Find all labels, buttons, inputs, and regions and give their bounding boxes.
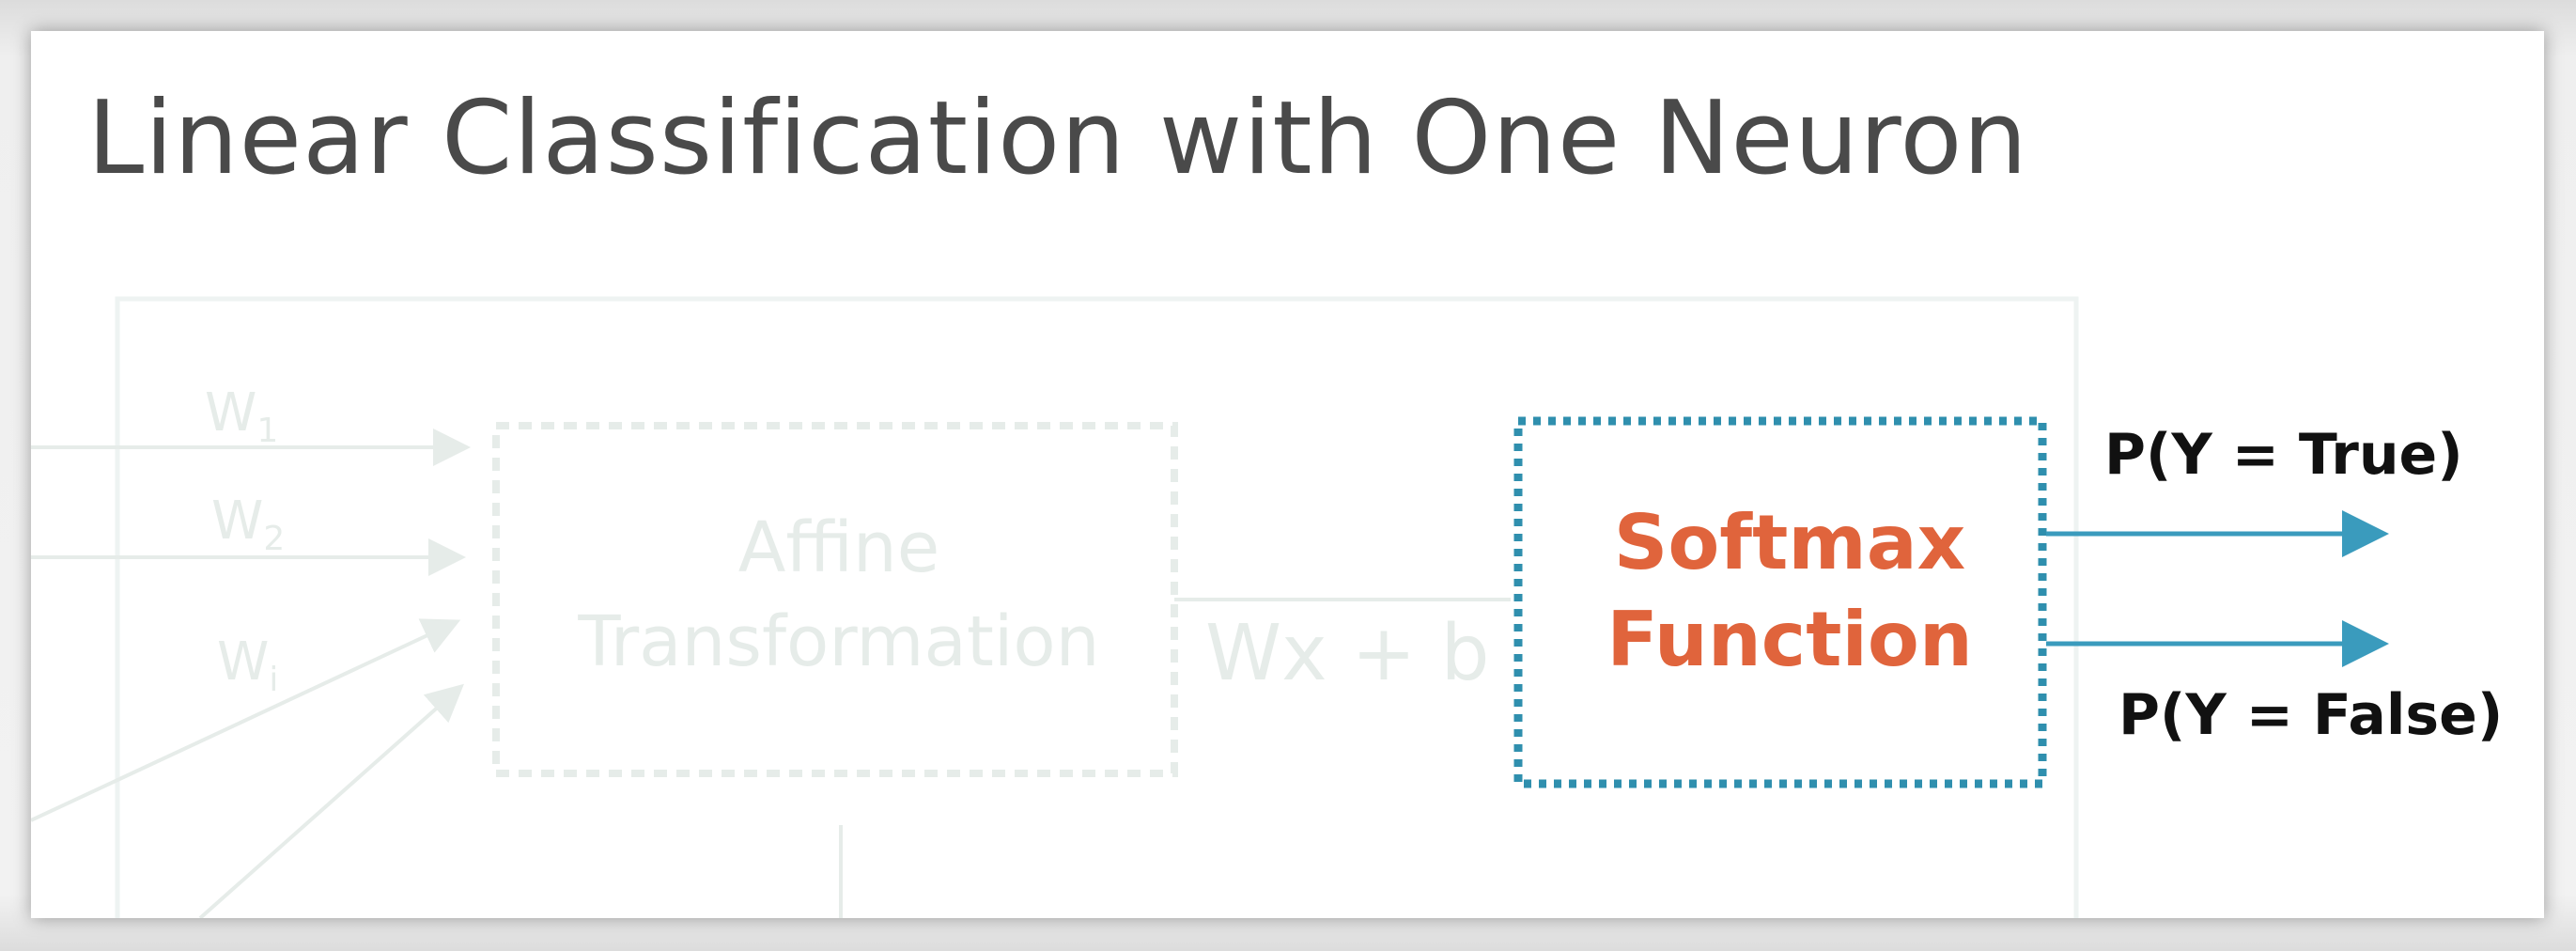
slide: Linear Classification with One Neuron W1 [31,31,2544,918]
faded-outer-frame [115,296,2079,918]
faded-input-line-4 [198,683,464,918]
output-label-true: P(Y = True) [2104,422,2463,488]
faded-affine-box [492,422,1178,777]
faded-weight-1-label: W1 [205,382,278,450]
softmax-label-line1: Softmax [1614,499,1966,586]
faded-weight-2-label: W2 [211,491,285,558]
softmax-label-line2: Function [1606,596,1973,683]
faded-affine-label-line2: Transformation [577,601,1099,682]
neuron-diagram: W1 W2 Wi Affine Transformation Wx + b So… [31,296,2503,918]
output-label-false: P(Y = False) [2118,682,2503,748]
slide-title: Linear Classification with One Neuron [87,80,2028,197]
faded-affine-output-label: Wx + b [1205,609,1490,698]
faded-weight-i-label: Wi [217,631,278,699]
softmax-box [1513,416,2047,788]
faded-input-line-3 [31,618,461,822]
faded-affine-label-line1: Affine [738,507,940,588]
